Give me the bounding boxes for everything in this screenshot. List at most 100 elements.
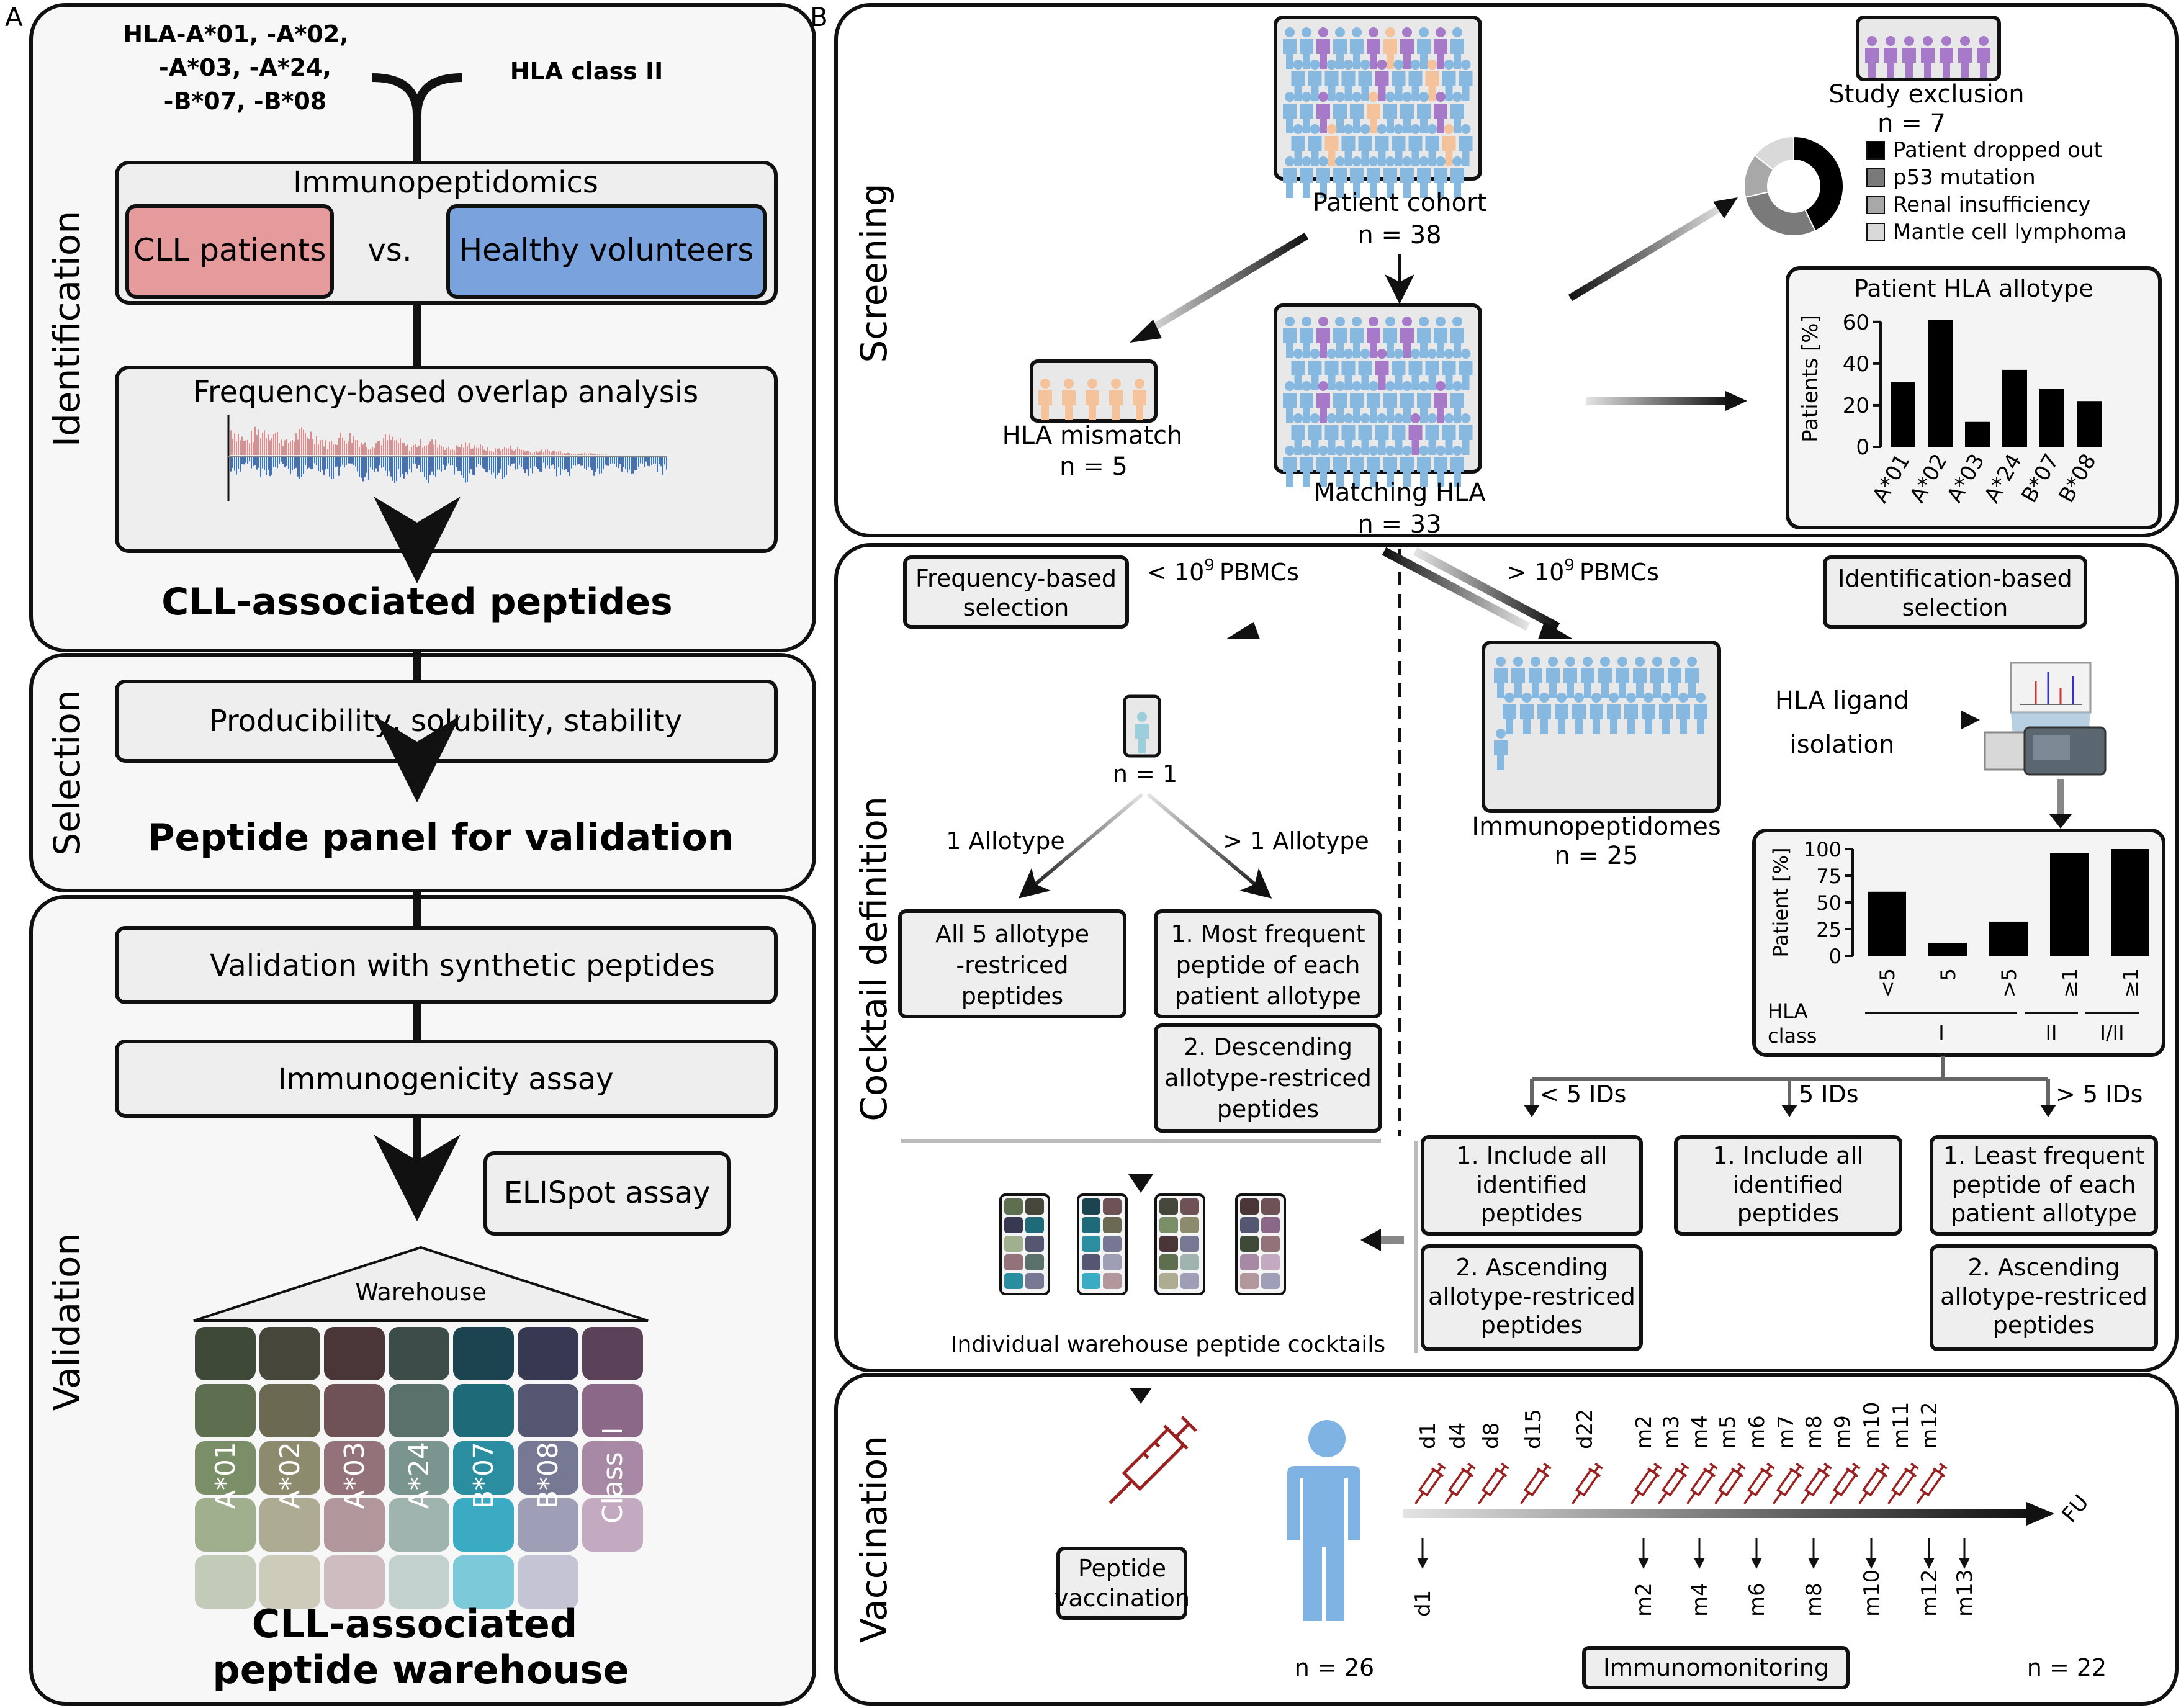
warehouse-cell <box>195 1441 256 1494</box>
syringe-icon <box>1858 1462 1890 1504</box>
most-frequent-line-2: peptide of each <box>1176 951 1360 979</box>
legend-label: Renal insufficiency <box>1893 192 2090 217</box>
ascending-1-line-1: 2. Ascending <box>1455 1254 1608 1281</box>
warehouse-cell <box>324 1441 385 1494</box>
bar <box>1891 382 1915 447</box>
y-axis-label: Patients [%] <box>1798 315 1823 443</box>
vaccination-day-label: d8 <box>1479 1423 1504 1449</box>
syringe-icon <box>1658 1462 1689 1504</box>
vs-label: vs. <box>367 232 412 268</box>
section-label-validation: Validation <box>46 1233 88 1411</box>
section-label-screening: Screening <box>853 183 895 362</box>
one-allotype-label: 1 Allotype <box>946 827 1065 855</box>
cocktail-peptide <box>1159 1217 1178 1233</box>
patient-cohort-label: Patient cohort <box>1313 189 1486 217</box>
cocktail-peptide <box>1261 1254 1280 1270</box>
vaccination-day-label: m10 <box>1859 1402 1884 1449</box>
warehouse-cell <box>324 1327 385 1380</box>
bar <box>1965 421 1990 447</box>
syringe-icon-large <box>1108 1416 1197 1504</box>
cocktail-peptide <box>1180 1236 1199 1252</box>
peptide-vaccination-line-2: vaccination <box>1055 1584 1190 1612</box>
arrow-right-to-cocktails-head <box>1360 1229 1381 1251</box>
bar <box>2039 389 2064 447</box>
warehouse-title-line-1: CLL-associated <box>252 1601 577 1647</box>
cocktails-label: Individual warehouse peptide cocktails <box>951 1332 1385 1357</box>
donut-slice <box>1744 191 1817 236</box>
immunopeptidomes-label: Immunopeptidomes <box>1472 812 1720 841</box>
hla-mismatch-label: HLA mismatch <box>1002 421 1183 450</box>
timeline-bar <box>1403 1509 2030 1518</box>
warehouse-column-label: A*24 <box>403 1442 435 1509</box>
vaccination-day-label: m8 <box>1802 1415 1827 1449</box>
synthetic-validation-label: Validation with synthetic peptides <box>210 948 714 983</box>
most-frequent-line-1: 1. Most frequent <box>1171 920 1365 948</box>
cocktail-peptide <box>1082 1198 1100 1215</box>
arrow-lt5-head <box>1524 1105 1540 1117</box>
cohort-people <box>1283 27 1473 198</box>
all-five-allotype-box <box>898 909 1126 1018</box>
arrow-right-branch <box>1413 547 1560 631</box>
eq5-ids-label: 5 IDs <box>1799 1081 1859 1108</box>
warehouse-roof-label: Warehouse <box>355 1279 486 1306</box>
ascending-box-2 <box>1930 1244 2158 1351</box>
syringe-icon <box>1743 1462 1775 1504</box>
y-axis-label: Patient [%] <box>1769 848 1792 958</box>
least-frequent-line-3: patient allotype <box>1951 1200 2137 1227</box>
x-axis-label-line-1: HLA <box>1768 999 1808 1023</box>
legend-swatch <box>1866 223 1885 241</box>
warehouse-cell <box>195 1555 256 1609</box>
identification-selection-line-1: Identification-based <box>1838 565 2072 592</box>
ascending-2-line-2: allotype-restriced <box>1940 1283 2147 1310</box>
warehouse-column-label: B*08 <box>533 1442 564 1509</box>
group-label: I <box>1938 1021 1944 1045</box>
cocktail-peptide <box>1240 1254 1259 1270</box>
include-all-box-2 <box>1674 1135 1902 1236</box>
arrow-left-branch <box>1382 547 1531 631</box>
study-exclusion-n: n = 7 <box>1877 109 1946 138</box>
arrow-to-id-chart-head <box>2049 814 2072 829</box>
group-label: I/II <box>2100 1021 2124 1045</box>
warehouse-column-label: A*02 <box>274 1442 306 1509</box>
vaccination-day-label: m11 <box>1889 1402 1913 1449</box>
warehouse-cell <box>389 1498 449 1552</box>
bar <box>2111 849 2149 956</box>
warehouse-cell <box>389 1555 449 1609</box>
vaccination-day-label: d15 <box>1521 1409 1546 1449</box>
cocktail-peptide <box>1180 1198 1199 1215</box>
section-label-vaccination: Vaccination <box>853 1436 895 1643</box>
arrow-eq5-head <box>1781 1105 1797 1117</box>
include-all-2-line-2: identified <box>1732 1171 1843 1198</box>
healthy-volunteers-box <box>446 204 767 299</box>
group-label: II <box>2046 1021 2057 1045</box>
single-patient-n: n = 1 <box>1113 760 1177 788</box>
immunomonitoring-label: Immunomonitoring <box>1603 1654 1829 1681</box>
cocktail-peptide <box>1025 1217 1044 1233</box>
section-label-selection: Selection <box>46 690 88 855</box>
x-axis-label-line-2: class <box>1768 1024 1817 1048</box>
warehouse-cell <box>518 1327 578 1380</box>
vaccination-day-label: d1 <box>1416 1423 1441 1449</box>
legend-swatch <box>1866 168 1885 187</box>
ascending-1-line-3: peptides <box>1481 1311 1583 1339</box>
arrow-to-mismatch <box>1138 232 1309 339</box>
identification-selection-box <box>1823 555 2087 629</box>
arrow-to-mismatch-head <box>1130 320 1162 343</box>
y-tick-label: 40 <box>1843 352 1869 377</box>
warehouse-cell <box>389 1327 449 1380</box>
y-tick-label: 25 <box>1816 918 1841 942</box>
monitoring-day-label: m8 <box>1802 1583 1827 1617</box>
legend-label: Patient dropped out <box>1893 138 2102 163</box>
vaccination-day-label: d22 <box>1573 1409 1598 1449</box>
legend-swatch <box>1866 141 1885 160</box>
include-all-box-1 <box>1421 1135 1643 1236</box>
cll-associated-peptides-title: CLL-associated peptides <box>161 580 673 624</box>
warehouse-cell <box>324 1555 385 1609</box>
include-all-2-line-3: peptides <box>1737 1200 1839 1227</box>
immunogenicity-label: Immunogenicity assay <box>277 1062 613 1097</box>
monitoring-arrow-head <box>1638 1558 1649 1569</box>
cocktail-peptide <box>1159 1236 1178 1252</box>
cocktail-peptide <box>1025 1198 1044 1215</box>
least-frequent-line-2: peptide of each <box>1951 1171 2136 1198</box>
